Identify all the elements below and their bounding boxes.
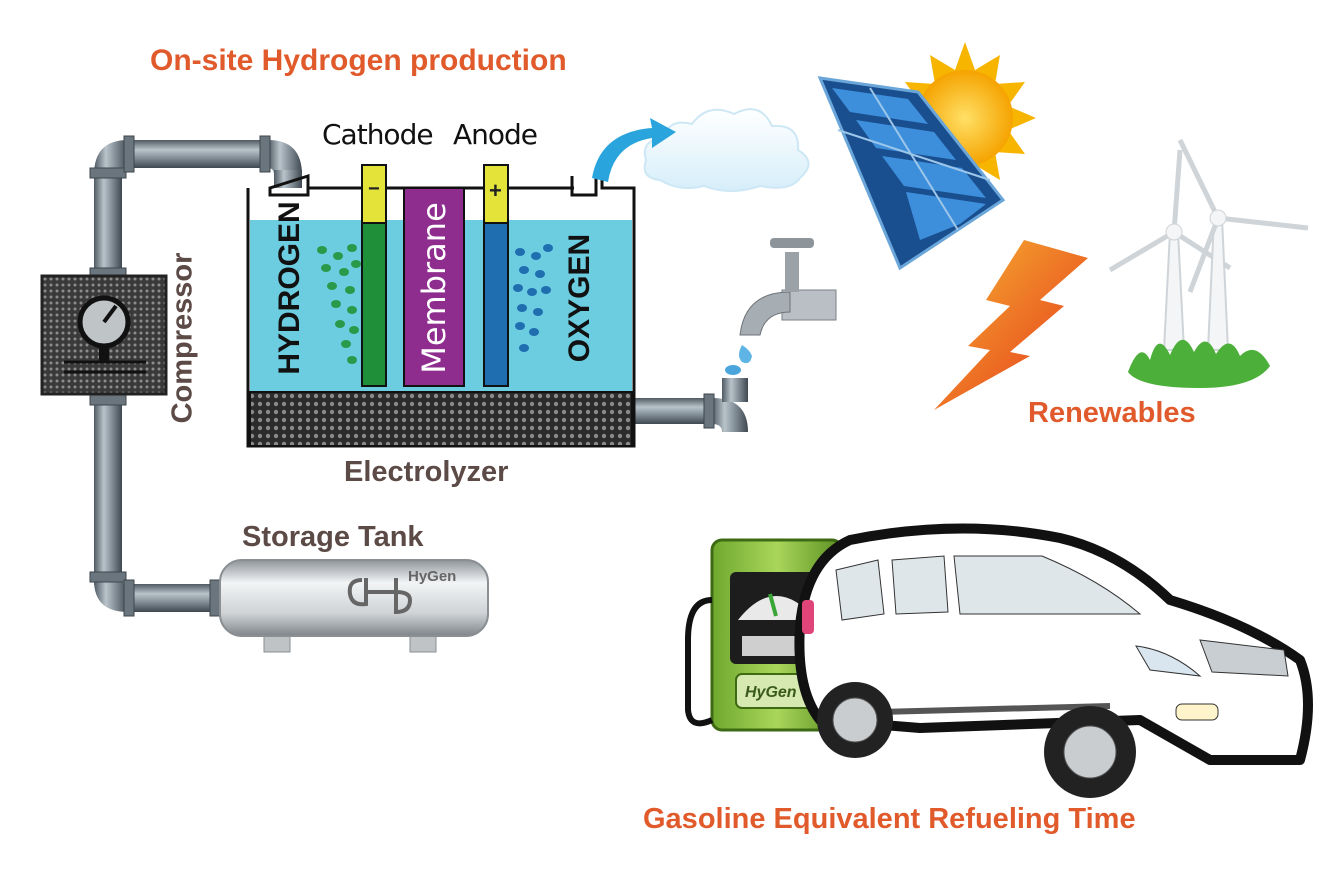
anode-electrode — [483, 222, 509, 387]
electrolyzer-label: Electrolyzer — [344, 456, 509, 488]
pipe-bottom-horizontal — [125, 584, 225, 612]
cloud-icon — [643, 108, 810, 192]
suv-car-icon — [794, 523, 1313, 798]
membrane-label: Membrane — [415, 202, 453, 374]
pipe-elbow-top-left — [94, 140, 128, 175]
pipe-lower-vertical — [94, 395, 122, 585]
pump-brand: HyGen — [745, 684, 797, 701]
pipe-water-riser — [722, 378, 748, 402]
pipe-joint — [89, 571, 127, 583]
lightning-bolt-icon — [934, 240, 1088, 410]
anode-sign: + — [489, 178, 502, 203]
pipe-joint — [209, 579, 221, 617]
anode-label: Anode — [453, 118, 538, 151]
water-faucet-icon — [725, 238, 837, 375]
compressor-label: Compressor — [166, 252, 199, 424]
renewables-label: Renewables — [1028, 397, 1196, 429]
pipe-upper-vertical — [94, 170, 122, 280]
diagram-title: On-site Hydrogen production — [150, 44, 567, 77]
cathode-sign: − — [368, 178, 380, 200]
pipe-network — [89, 135, 748, 617]
pipe-joint — [123, 135, 135, 173]
compressor — [40, 274, 168, 396]
pipe-elbow-bottom — [94, 580, 128, 612]
cathode-electrode — [361, 222, 387, 387]
pipe-top-horizontal — [125, 140, 270, 168]
refueling-label: Gasoline Equivalent Refueling Time — [643, 803, 1136, 835]
hygen-logo-icon — [347, 578, 413, 615]
storage-tank — [219, 559, 489, 653]
oxygen-release-arrow — [592, 118, 676, 182]
pipe-joint — [89, 167, 127, 179]
cathode-label: Cathode — [322, 118, 434, 151]
pipe-joint — [259, 135, 271, 173]
hydrogen-bubbles — [317, 244, 361, 364]
solar-panel-icon — [817, 76, 1006, 271]
storage-tank-brand: HyGen — [408, 568, 457, 585]
cathode-cap — [361, 164, 387, 224]
storage-tank-label: Storage Tank — [242, 521, 424, 553]
pipe-joint — [123, 579, 135, 617]
pipe-joint — [703, 393, 715, 429]
electrolyzer — [246, 164, 636, 448]
oxygen-bubbles — [513, 244, 553, 352]
membrane — [403, 187, 465, 387]
pipe-elbow-water — [712, 398, 748, 432]
oxygen-label: OXYGEN — [563, 233, 596, 363]
anode-cap — [483, 164, 509, 224]
pipe-water-in — [635, 398, 715, 424]
pipe-joint — [89, 394, 127, 406]
hydrogen-label: HYDROGEN — [273, 201, 306, 375]
wind-turbine-icon — [1108, 138, 1309, 351]
grass — [1128, 339, 1270, 388]
pipe-elbow-top-right — [268, 140, 302, 175]
pressure-gauge-icon — [64, 295, 146, 374]
electrolyzer-base — [249, 391, 633, 447]
